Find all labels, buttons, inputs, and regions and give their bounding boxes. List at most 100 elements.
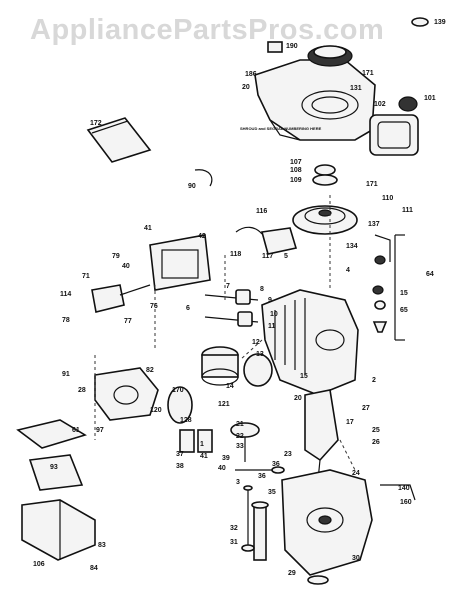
callout: 139 (434, 19, 446, 26)
callout: 91 (62, 371, 70, 378)
carb-filter (167, 386, 193, 424)
callout: 3 (236, 479, 240, 486)
crankcase-sump (281, 469, 373, 576)
muffler-deflector (21, 499, 96, 561)
callout: 9 (268, 297, 272, 304)
governor-linkage (91, 284, 151, 313)
callout: 64 (426, 271, 434, 278)
callout: 120 (150, 407, 162, 414)
oil-seal (251, 501, 269, 561)
callout: 41 (144, 225, 152, 232)
callout: 111 (402, 207, 413, 214)
tappet (235, 466, 285, 474)
manual-booklet (86, 117, 152, 163)
callout: 128 (180, 417, 192, 424)
callout: 77 (124, 318, 132, 325)
callout: 5 (284, 253, 288, 260)
flywheel-nut (314, 164, 336, 176)
callout: 114 (60, 291, 71, 298)
callout: 20 (294, 395, 302, 402)
muffler-upper (16, 419, 87, 449)
callout: 27 (362, 405, 370, 412)
serial-note: SHROUD and SEGRAL NUMBERING HERE (240, 126, 322, 131)
ignition-coil (235, 226, 298, 255)
callout: 1 (200, 441, 204, 448)
callout: 40 (218, 465, 226, 472)
camshaft (179, 422, 260, 462)
callout: 11 (268, 323, 276, 330)
callout: 171 (366, 181, 378, 188)
callout: 8 (260, 286, 264, 293)
carburetor (94, 367, 193, 424)
callout: 170 (172, 387, 184, 394)
cylinder-block (261, 289, 359, 396)
callout: 102 (374, 101, 386, 108)
bolts (241, 485, 255, 552)
callout: 40 (122, 263, 130, 270)
callout: 35 (268, 489, 276, 496)
drain-plug (307, 575, 329, 585)
callout: 39 (222, 455, 230, 462)
callout: 137 (368, 221, 380, 228)
air-cleaner (369, 96, 419, 156)
callout: 31 (230, 539, 238, 546)
callout: 17 (346, 419, 354, 426)
callout: 82 (146, 367, 154, 374)
callout: 101 (424, 95, 436, 102)
callout: 171 (362, 70, 374, 77)
callout: 21 (236, 421, 244, 428)
callout: 121 (218, 401, 230, 408)
callout: 22 (236, 433, 244, 440)
callout: 4 (346, 267, 350, 274)
callout: 109 (290, 177, 302, 184)
callout: 83 (98, 542, 106, 549)
callout: 24 (352, 470, 360, 477)
callout: 118 (230, 251, 241, 258)
fuel-line (194, 169, 213, 187)
callout: 13 (256, 351, 264, 358)
callout: 186 (245, 71, 257, 78)
callout: 32 (230, 525, 238, 532)
callout: 12 (252, 339, 260, 346)
starter-cap (411, 17, 429, 27)
callout: 61 (72, 427, 80, 434)
callout: 172 (90, 120, 102, 127)
muffler-lower (28, 454, 84, 491)
callout: 84 (90, 565, 98, 572)
valves (204, 289, 259, 327)
callout: 38 (176, 463, 184, 470)
starter-handle (267, 41, 283, 53)
callout: 36 (272, 461, 280, 468)
callout: 33 (236, 443, 244, 450)
callout: 37 (176, 451, 184, 458)
callout: 108 (290, 167, 302, 174)
callout: 10 (270, 311, 278, 318)
callout: 117 (262, 253, 273, 260)
callout: 71 (82, 273, 90, 280)
gasket-set (372, 234, 405, 341)
callout: 2 (372, 377, 376, 384)
callout: 79 (112, 253, 120, 260)
callout: 42 (198, 233, 206, 240)
callout: 28 (78, 387, 86, 394)
callout: 90 (188, 183, 196, 190)
watermark: AppliancePartsPros.com (30, 14, 385, 46)
callout: 78 (62, 317, 70, 324)
callout: 107 (290, 159, 302, 166)
callout: 15 (400, 290, 408, 297)
callout: 93 (50, 464, 58, 471)
callout: 76 (150, 303, 158, 310)
connecting-rod (243, 353, 273, 387)
callout: 6 (186, 305, 190, 312)
callout: 134 (346, 243, 358, 250)
callout: 190 (286, 43, 298, 50)
callout: 7 (226, 283, 230, 290)
callout: 26 (372, 439, 380, 446)
callout: 30 (352, 555, 360, 562)
callout: 97 (96, 427, 104, 434)
piston (201, 346, 273, 387)
callout: 20 (242, 84, 250, 91)
callout: 106 (33, 561, 45, 568)
